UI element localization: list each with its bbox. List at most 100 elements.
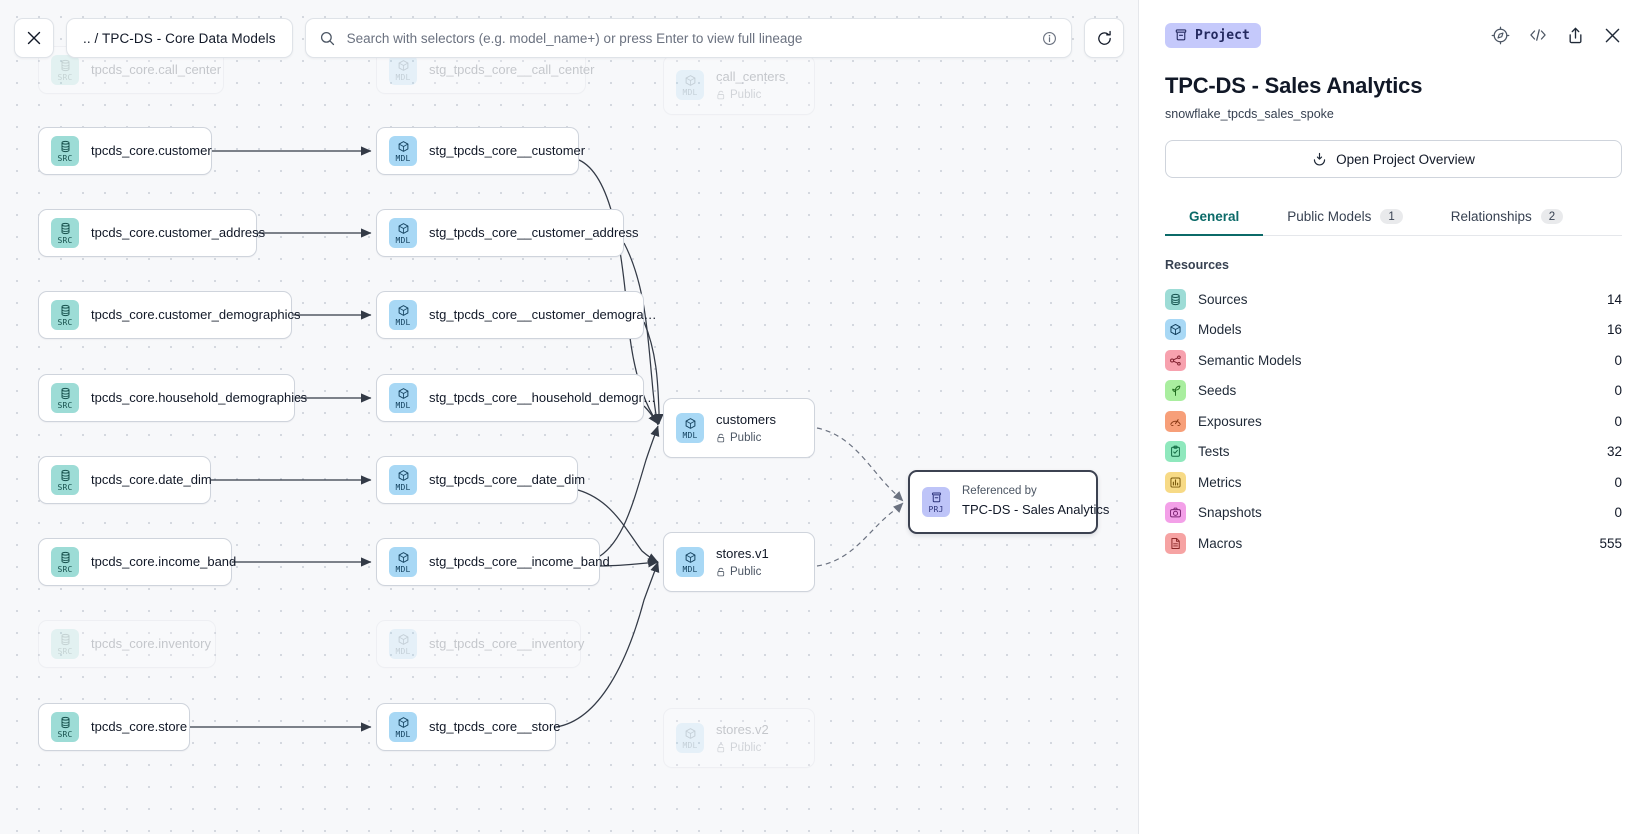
- close-panel-icon[interactable]: [1603, 26, 1622, 45]
- open-project-overview-button[interactable]: Open Project Overview: [1165, 140, 1622, 178]
- tab-relationships[interactable]: Relationships 2: [1427, 200, 1587, 236]
- tab-label: General: [1189, 209, 1240, 224]
- resource-row-seeds[interactable]: Seeds 0: [1165, 376, 1622, 407]
- graph-node-access: Public: [716, 566, 769, 578]
- search-input[interactable]: [344, 29, 1034, 47]
- sprout-icon: [1165, 380, 1186, 402]
- graph-node-label: tpcds_core.inventory: [91, 635, 211, 651]
- graph-node-mdl[interactable]: MDL stg_tpcds_core__income_band: [376, 538, 610, 586]
- tab-label: Public Models: [1287, 209, 1372, 224]
- graph-node-label: stores.v2: [716, 722, 769, 738]
- overview-button-label: Open Project Overview: [1336, 151, 1475, 167]
- model-icon: MDL: [676, 547, 704, 577]
- tab-count: 2: [1540, 209, 1564, 224]
- graph-node-label: tpcds_core.call_center: [91, 61, 222, 77]
- kind-badge-label: Project: [1195, 27, 1250, 43]
- model-icon: MDL: [389, 547, 417, 577]
- graph-node-label: tpcds_core.customer_address: [91, 224, 266, 240]
- tab-label: Relationships: [1450, 209, 1532, 224]
- graph-node-src[interactable]: SRC tpcds_core.customer_demographics: [38, 291, 301, 339]
- share-icon[interactable]: [1566, 26, 1585, 45]
- refresh-icon: [1097, 30, 1111, 45]
- resource-name: Snapshots: [1198, 505, 1262, 521]
- bar-chart-icon: [1165, 471, 1186, 493]
- graph-node-label: tpcds_core.store: [91, 718, 188, 734]
- tab-general[interactable]: General: [1165, 200, 1264, 236]
- model-icon: MDL: [389, 218, 417, 248]
- model-icon: MDL: [389, 629, 417, 659]
- search-bar[interactable]: [304, 18, 1072, 58]
- lock-icon: [716, 567, 726, 577]
- source-icon: SRC: [51, 712, 79, 742]
- resource-count: 0: [1614, 505, 1622, 521]
- refresh-button[interactable]: [1084, 18, 1124, 58]
- panel-action-icons: [1491, 25, 1622, 45]
- graph-node-access: Public: [716, 742, 769, 754]
- breadcrumb[interactable]: .. / TPC-DS - Core Data Models: [66, 18, 293, 58]
- model-icon: MDL: [676, 723, 704, 753]
- resource-count: 32: [1606, 444, 1622, 460]
- compass-icon[interactable]: [1491, 26, 1510, 45]
- resources-heading: Resources: [1165, 258, 1229, 272]
- graph-node-label: tpcds_core.customer_demographics: [91, 306, 301, 322]
- resource-name: Seeds: [1198, 383, 1237, 399]
- code-icon[interactable]: [1528, 25, 1548, 45]
- model-icon: MDL: [389, 136, 417, 166]
- resource-count: 0: [1614, 474, 1622, 490]
- gauge-icon: [1165, 410, 1186, 432]
- clipboard-check-icon: [1165, 441, 1186, 463]
- resource-row-metrics[interactable]: Metrics 0: [1165, 467, 1622, 498]
- graph-node-label: stg_tpcds_core__customer_demogra…: [429, 306, 657, 322]
- source-icon: SRC: [51, 629, 79, 659]
- graph-node-src[interactable]: SRC tpcds_core.inventory: [38, 620, 216, 668]
- resource-kind-badge[interactable]: Project: [1165, 22, 1261, 48]
- details-panel: Project: [1138, 0, 1648, 834]
- canvas-toolbar: .. / TPC-DS - Core Data Models: [0, 0, 1138, 76]
- lock-icon: [716, 433, 726, 443]
- download-circle-icon: [1313, 152, 1326, 165]
- resource-count: 0: [1614, 383, 1622, 399]
- info-circle-icon[interactable]: [1042, 31, 1057, 46]
- graph-node-label: stg_tpcds_core__income_band: [429, 553, 610, 569]
- graph-node-src[interactable]: SRC tpcds_core.store: [38, 703, 190, 751]
- graph-node-caption: Referenced by: [962, 485, 1037, 498]
- resource-row-snapshots[interactable]: Snapshots 0: [1165, 498, 1622, 529]
- graph-node-label: stg_tpcds_core__date_dim: [429, 471, 586, 487]
- graph-node-access: Public: [716, 89, 785, 101]
- model-icon: MDL: [676, 413, 704, 443]
- resource-count: 0: [1614, 352, 1622, 368]
- source-icon: SRC: [51, 300, 79, 330]
- close-lineage-button[interactable]: [14, 18, 54, 58]
- resource-name: Metrics: [1198, 474, 1242, 490]
- graph-node-label: customers: [716, 412, 776, 428]
- source-icon: SRC: [51, 136, 79, 166]
